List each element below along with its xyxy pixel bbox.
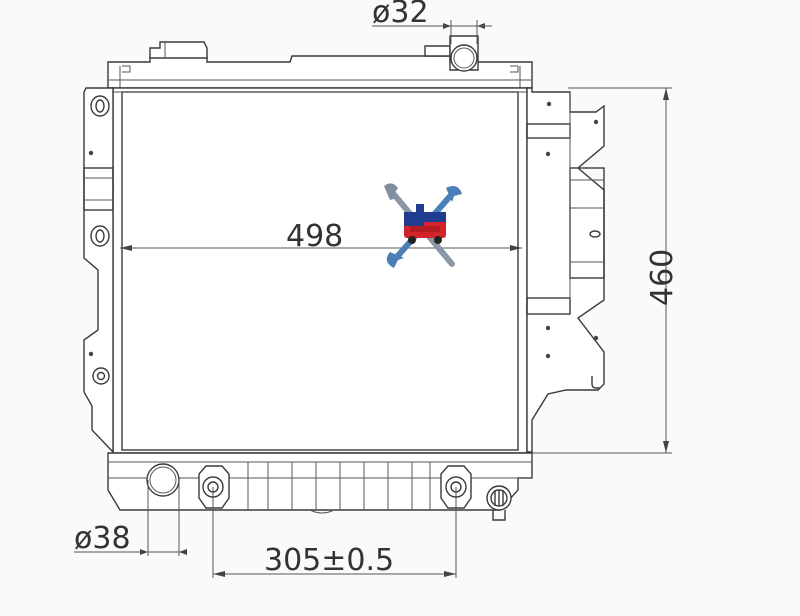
outlet-spacing-label: 305±0.5: [264, 543, 394, 578]
left-mounting-bracket: [83, 87, 114, 454]
dimension-core-height: 460: [532, 87, 680, 454]
left-hex-fitting: [198, 465, 230, 509]
top-pipe-diameter-label: ø32: [372, 0, 429, 30]
dimension-core-width: 498: [120, 219, 522, 254]
core-height-label: 460: [645, 249, 680, 306]
top-inlet-pipe: [450, 44, 478, 72]
bottom-pipe-diameter-label: ø38: [74, 521, 131, 556]
radiator-core: [112, 87, 528, 454]
dimension-bottom-pipe: ø38: [74, 480, 187, 556]
top-tank: [107, 35, 533, 89]
bottom-tank: [107, 452, 533, 521]
drain-plug: [486, 485, 512, 521]
core-width-label: 498: [286, 219, 343, 254]
bottom-outlet-pipe: [146, 463, 180, 497]
right-mounting-bracket: [526, 87, 605, 453]
wrench-truck-logo: [384, 183, 462, 268]
dimension-top-pipe: ø32: [372, 0, 492, 44]
bottom-tank-ribs: [247, 462, 431, 510]
dimension-outlet-spacing: 305±0.5: [212, 487, 457, 578]
